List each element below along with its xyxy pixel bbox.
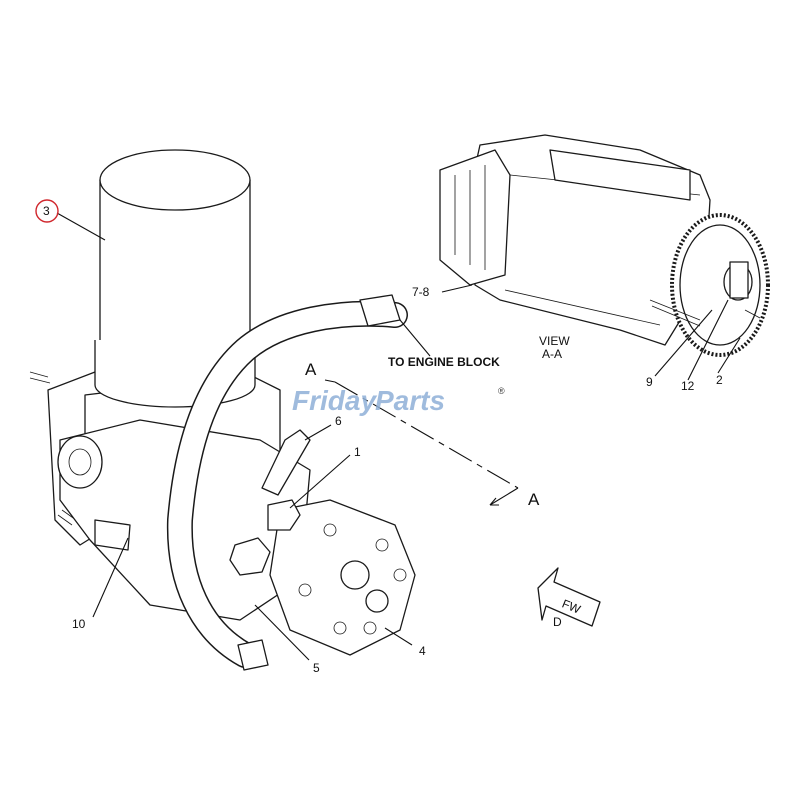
forward-arrow: FW D [537, 567, 601, 629]
watermark-registered-mark: ® [498, 386, 505, 396]
to-engine-block-label: TO ENGINE BLOCK [388, 355, 500, 369]
section-dash-line [334, 381, 519, 489]
fw-arrow-icon [537, 567, 601, 627]
callout-7-8: 7-8 [412, 285, 430, 299]
leader-12 [687, 299, 729, 381]
callouts: 3 7-8 9 12 2 6 1 10 5 4 [35, 199, 723, 675]
callout-1: 1 [354, 445, 361, 459]
leader-engine-block [399, 319, 431, 357]
callout-2: 2 [716, 373, 723, 387]
fw-d-label: D [553, 615, 562, 629]
callout-3-highlight-circle [35, 199, 59, 223]
leader-9 [654, 309, 713, 377]
pump-assembly [29, 149, 416, 671]
watermark: Friday Parts ® [292, 385, 505, 416]
shaft-stud [649, 299, 701, 327]
leader-5 [254, 604, 310, 661]
leader-2 [717, 337, 741, 374]
section-label-bottom: A [528, 490, 540, 509]
hose-fitting-bottom [237, 639, 269, 671]
callout-6: 6 [335, 414, 342, 428]
filter-top [99, 149, 251, 211]
watermark-part2: Parts [375, 385, 445, 416]
stud-top [29, 371, 51, 384]
view-label-line1: VIEW [539, 334, 570, 348]
pump-port [57, 435, 103, 489]
callout-5: 5 [313, 661, 320, 675]
leader-6 [304, 424, 332, 441]
leader-4 [384, 627, 413, 646]
leader-10 [92, 537, 129, 618]
fitting-nut-2 [267, 499, 301, 531]
pump-plate [94, 519, 131, 551]
fitting-nut [229, 537, 271, 576]
fw-label: FW [560, 597, 583, 617]
callout-3: 3 [43, 204, 50, 218]
leader-3 [56, 212, 106, 241]
leader-1 [289, 454, 351, 509]
callout-12: 12 [681, 379, 695, 393]
section-line: A A [305, 360, 540, 509]
view-label-line2: A-A [542, 347, 562, 361]
callout-9: 9 [646, 375, 653, 389]
section-arrow [489, 497, 499, 506]
hose-fitting [359, 294, 401, 327]
watermark-part1: Friday [292, 385, 377, 416]
view-a-a-assembly [439, 134, 770, 357]
gear-face [679, 224, 761, 346]
pump-center-port [340, 560, 370, 590]
callout-10: 10 [72, 617, 86, 631]
top-block [549, 149, 691, 201]
hose [168, 302, 407, 667]
callout-4: 4 [419, 644, 426, 658]
leader-7-8 [441, 284, 473, 293]
valve-lever [261, 429, 311, 496]
housing-end [439, 149, 511, 286]
leader-lines [56, 212, 741, 661]
gear-bolt [729, 261, 749, 299]
section-label-top: A [305, 360, 317, 379]
